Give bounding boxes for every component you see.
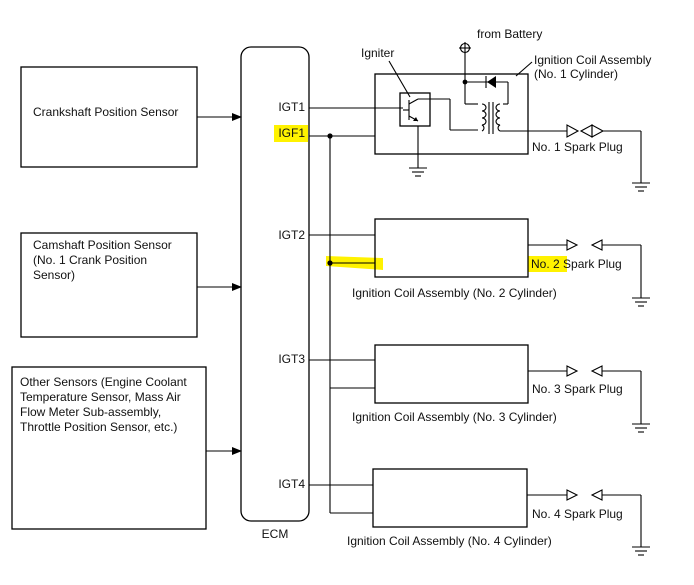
spark-plug-2-icon [566, 239, 603, 251]
coil2-title: Ignition Coil Assembly (No. 2 Cylinder) [352, 286, 557, 300]
other-sensors-label: Other Sensors (Engine Coolant Temperatur… [20, 375, 190, 434]
diode-icon [485, 76, 496, 88]
coil4-box [372, 468, 528, 528]
igniter-label: Igniter [361, 46, 394, 60]
highlight-no2 [528, 256, 567, 272]
spark-plug-4-label: No. 4 Spark Plug [532, 507, 623, 521]
pin-igt4: IGT4 [278, 477, 305, 491]
coil1-title: Ignition Coil Assembly (No. 1 Cylinder) [534, 53, 655, 81]
igniter-leader [388, 60, 411, 98]
spark-plug-3-label: No. 3 Spark Plug [532, 382, 623, 396]
other-sensors-box [11, 366, 207, 530]
coil2-box [374, 218, 529, 278]
primary-coil-icon [481, 103, 487, 132]
camshaft-sensor-label: Camshaft Position Sensor (No. 1 Crank Po… [33, 238, 175, 282]
transistor-icon [403, 98, 419, 122]
spark-plug-2-ground-icon [631, 291, 651, 307]
highlight-igf1 [274, 125, 308, 142]
camshaft-sensor-box [20, 232, 198, 338]
pin-igf1: IGF1 [278, 126, 305, 140]
secondary-coil-icon [495, 103, 501, 132]
pin-igt2: IGT2 [278, 228, 305, 242]
igf-junction-1 [327, 133, 333, 139]
spark-plug-3-ground-icon [631, 417, 651, 433]
battery-terminal-icon [459, 42, 471, 54]
spark-plug-3-icon [566, 365, 603, 377]
coil1-box [374, 73, 529, 155]
igniter-ground-icon [408, 161, 428, 177]
spark-plug-1-label: No. 1 Spark Plug [532, 140, 623, 154]
battery-label: from Battery [477, 27, 542, 41]
coil3-box [374, 344, 529, 404]
coil4-title: Ignition Coil Assembly (No. 4 Cylinder) [347, 534, 552, 548]
spark-plug-4-icon [566, 489, 603, 501]
pin-igt1: IGT1 [278, 100, 305, 114]
igf-junction-2 [327, 260, 333, 266]
ecm-label: ECM [262, 527, 289, 541]
spark-plug-4-ground-icon [631, 540, 651, 556]
coil3-title: Ignition Coil Assembly (No. 3 Cylinder) [352, 410, 557, 424]
spark-plug-1-icon [566, 124, 605, 138]
igniter-box [399, 92, 431, 127]
coil1-title-leader [515, 61, 533, 77]
spark-plug-1-ground-icon [631, 176, 651, 192]
crankshaft-sensor-label: Crankshaft Position Sensor [33, 105, 178, 119]
ecm-box [240, 46, 310, 522]
pin-igt3: IGT3 [278, 352, 305, 366]
spark-plug-2-label: No. 2 Spark Plug [531, 257, 622, 271]
